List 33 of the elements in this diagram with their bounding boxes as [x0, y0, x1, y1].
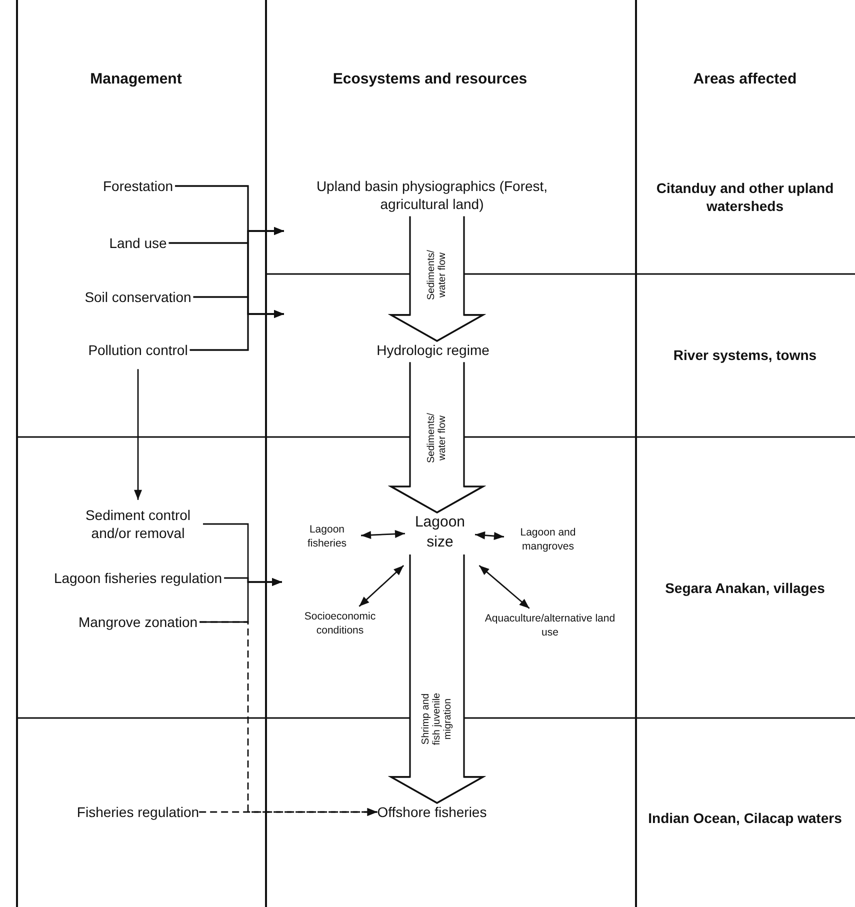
arrow [360, 530, 406, 540]
edge-label: Sediments/ water flow [426, 412, 448, 466]
area-label: Indian Ocean, Cilacap waters [647, 808, 843, 828]
column-heading: Management [89, 69, 183, 89]
node-text: Mangrove zonation [78, 612, 198, 632]
node-text: Sediment control and/or removal [84, 506, 192, 542]
edge-label: Sediments/ water flow [426, 248, 448, 302]
node-text: Lagoon size [414, 512, 466, 552]
node-text: Pollution control [88, 340, 188, 360]
arrow [474, 531, 504, 540]
bracket-arrow [190, 310, 284, 351]
node-text: Offshore fisheries [377, 802, 487, 822]
arrow [478, 564, 530, 609]
arrow [199, 808, 378, 816]
node-text: Land use [109, 234, 167, 252]
node-text: Upland basin physiographics (Forest, agricultural land) [315, 176, 549, 214]
node-text: Socioeconomic conditions [303, 610, 377, 638]
arrow [358, 564, 404, 607]
node-text: Aquaculture/alternative land use [484, 612, 616, 640]
area-label: Segara Anakan, villages [664, 578, 826, 598]
edge-label: Shrimp and fish juvenile migration [420, 692, 454, 748]
node-text: Lagoon fisheries [306, 523, 348, 551]
node-text: Lagoon fisheries regulation [54, 568, 222, 588]
node-text: Forestation [102, 176, 174, 196]
column-heading: Ecosystems and resources [332, 69, 528, 89]
area-label: Citanduy and other upland watersheds [655, 178, 835, 216]
arrow [134, 369, 142, 500]
column-heading: Areas affected [692, 69, 798, 89]
node-text: Fisheries regulation [76, 802, 200, 822]
area-label: River systems, towns [672, 346, 818, 364]
node-text: Lagoon and mangroves [519, 526, 577, 554]
node-text: Soil conservation [84, 288, 192, 306]
node-text: Hydrologic regime [376, 340, 490, 360]
